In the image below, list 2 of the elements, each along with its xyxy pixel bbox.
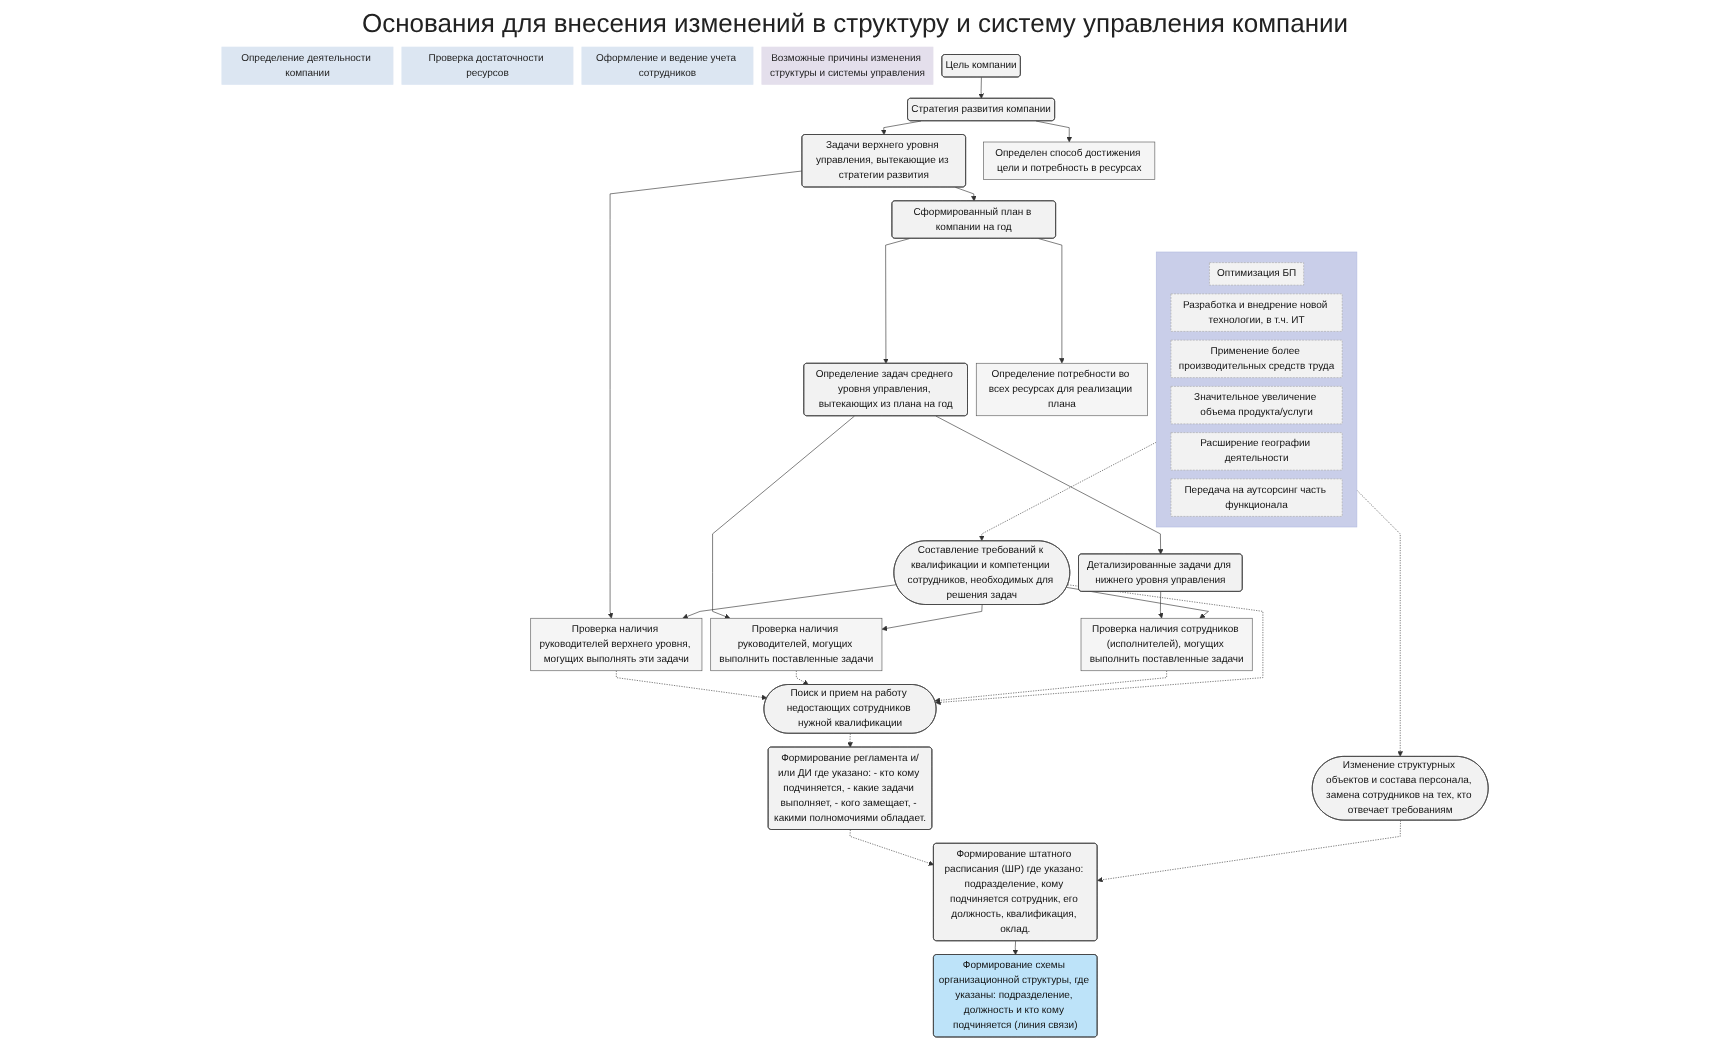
diagram-title: Основания для внесения изменений в структуру и систему управления компании: [359, 6, 1351, 42]
cluster: [1155, 251, 1358, 528]
